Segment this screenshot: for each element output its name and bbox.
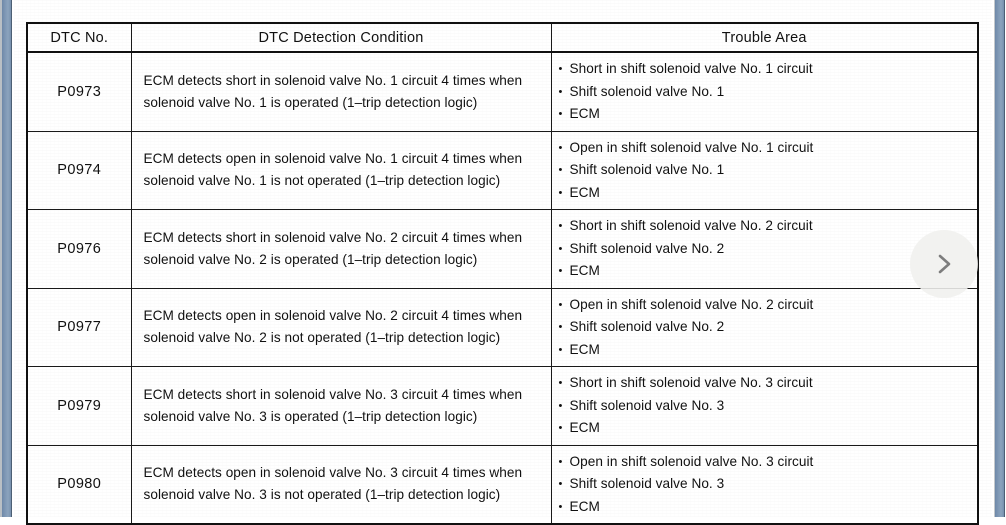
cell-trouble-area: Open in shift solenoid valve No. 1 circu… bbox=[550, 130, 979, 210]
list-item: Shift solenoid valve No. 2 bbox=[559, 238, 972, 261]
cell-dtc-no: P0980 bbox=[26, 444, 132, 525]
cell-trouble-area: Short in shift solenoid valve No. 3 circ… bbox=[550, 366, 979, 446]
cell-condition: ECM detects open in solenoid valve No. 3… bbox=[130, 444, 552, 525]
cell-condition: ECM detects short in solenoid valve No. … bbox=[130, 209, 552, 289]
trouble-area-list: Short in shift solenoid valve No. 3 circ… bbox=[559, 372, 972, 440]
column-header-condition: DTC Detection Condition bbox=[130, 22, 552, 53]
trouble-area-list: Open in shift solenoid valve No. 3 circu… bbox=[559, 451, 972, 519]
cell-dtc-no: P0973 bbox=[26, 51, 132, 132]
viewer-left-edge-band bbox=[0, 0, 12, 517]
cell-trouble-area: Short in shift solenoid valve No. 1 circ… bbox=[550, 51, 979, 132]
table-row: P0976 ECM detects short in solenoid valv… bbox=[26, 209, 979, 289]
list-item: Open in shift solenoid valve No. 1 circu… bbox=[559, 137, 972, 160]
list-item: ECM bbox=[559, 260, 972, 283]
cell-condition: ECM detects open in solenoid valve No. 2… bbox=[130, 287, 552, 367]
dtc-table-body: P0973 ECM detects short in solenoid valv… bbox=[26, 51, 979, 525]
cell-dtc-no: P0974 bbox=[26, 130, 132, 210]
dtc-table-header: DTC No. DTC Detection Condition Trouble … bbox=[26, 22, 979, 53]
trouble-area-list: Short in shift solenoid valve No. 2 circ… bbox=[559, 215, 972, 283]
column-header-trouble-area: Trouble Area bbox=[550, 22, 979, 53]
list-item: Short in shift solenoid valve No. 1 circ… bbox=[559, 58, 972, 81]
column-header-dtc-no: DTC No. bbox=[26, 22, 132, 53]
chevron-right-icon bbox=[929, 249, 959, 279]
list-item: Shift solenoid valve No. 3 bbox=[559, 395, 972, 418]
cell-dtc-no: P0979 bbox=[26, 366, 132, 446]
list-item: ECM bbox=[559, 182, 972, 205]
cell-dtc-no: P0976 bbox=[26, 209, 132, 289]
table-row: P0979 ECM detects short in solenoid valv… bbox=[26, 366, 979, 446]
list-item: Open in shift solenoid valve No. 2 circu… bbox=[559, 294, 972, 317]
dtc-table-container: DTC No. DTC Detection Condition Trouble … bbox=[26, 22, 979, 525]
dtc-table: DTC No. DTC Detection Condition Trouble … bbox=[26, 22, 979, 525]
list-item: Short in shift solenoid valve No. 3 circ… bbox=[559, 372, 972, 395]
list-item: Shift solenoid valve No. 1 bbox=[559, 81, 972, 104]
list-item: ECM bbox=[559, 496, 972, 519]
trouble-area-list: Open in shift solenoid valve No. 1 circu… bbox=[559, 137, 972, 205]
cell-condition: ECM detects short in solenoid valve No. … bbox=[130, 51, 552, 132]
list-item: Shift solenoid valve No. 1 bbox=[559, 159, 972, 182]
viewer-right-edge-band bbox=[994, 0, 1006, 517]
table-row: P0974 ECM detects open in solenoid valve… bbox=[26, 130, 979, 210]
list-item: Shift solenoid valve No. 2 bbox=[559, 316, 972, 339]
list-item: ECM bbox=[559, 339, 972, 362]
next-page-button[interactable] bbox=[910, 230, 978, 298]
cell-trouble-area: Open in shift solenoid valve No. 2 circu… bbox=[550, 287, 979, 367]
list-item: Open in shift solenoid valve No. 3 circu… bbox=[559, 451, 972, 474]
cell-condition: ECM detects short in solenoid valve No. … bbox=[130, 366, 552, 446]
list-item: ECM bbox=[559, 417, 972, 440]
table-row: P0977 ECM detects open in solenoid valve… bbox=[26, 287, 979, 367]
table-row: P0973 ECM detects short in solenoid valv… bbox=[26, 51, 979, 132]
table-header-row: DTC No. DTC Detection Condition Trouble … bbox=[26, 22, 979, 53]
cell-condition: ECM detects open in solenoid valve No. 1… bbox=[130, 130, 552, 210]
cell-trouble-area: Short in shift solenoid valve No. 2 circ… bbox=[550, 209, 979, 289]
trouble-area-list: Open in shift solenoid valve No. 2 circu… bbox=[559, 294, 972, 362]
cell-dtc-no: P0977 bbox=[26, 287, 132, 367]
trouble-area-list: Short in shift solenoid valve No. 1 circ… bbox=[559, 58, 972, 126]
table-row: P0980 ECM detects open in solenoid valve… bbox=[26, 444, 979, 525]
list-item: ECM bbox=[559, 103, 972, 126]
list-item: Short in shift solenoid valve No. 2 circ… bbox=[559, 215, 972, 238]
cell-trouble-area: Open in shift solenoid valve No. 3 circu… bbox=[550, 444, 979, 525]
list-item: Shift solenoid valve No. 3 bbox=[559, 473, 972, 496]
